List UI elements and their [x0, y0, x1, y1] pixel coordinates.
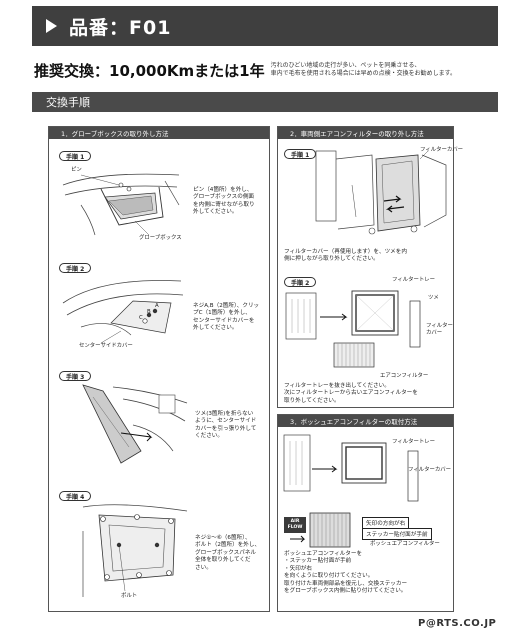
panel-bosch-filter-install: 3．ボッシュエアコンフィルターの取付方法 フィルタートレー フィルターカバー A…: [277, 414, 454, 612]
play-triangle-icon: [46, 19, 57, 33]
label-filter-tray: フィルタートレー: [392, 439, 436, 445]
step-badge: 手順 4: [59, 491, 92, 501]
step-badge: 手順 1: [59, 151, 92, 161]
cover-pull-illustration: [82, 384, 188, 464]
install-instruction: ボッシュエアコンフィルターを ・ステッカー貼付面が手前 ・矢印が右 を向くように…: [284, 551, 408, 595]
label-c: C: [139, 315, 143, 321]
label-cover: カバー: [426, 330, 443, 336]
bosch-install-illustration: [283, 434, 419, 548]
glovebox-panel-illustration: [82, 504, 188, 597]
label-b: B: [147, 309, 151, 315]
label-pin: ピン: [71, 167, 82, 173]
step-badge: 手順 2: [284, 277, 317, 287]
panel-title: 3．ボッシュエアコンフィルターの取付方法: [278, 415, 453, 427]
label-center-side-cover: センターサイドカバー: [79, 343, 133, 349]
section-title: 交換手順: [32, 92, 498, 112]
label-filter: フィルター: [426, 323, 453, 329]
step-instruction: フィルターカバー（再使用します）を、ツメを内 側に押しながら取り外してください。: [284, 249, 407, 263]
panel-title: 1．グローブボックスの取り外し方法: [49, 127, 269, 139]
step-badge: 手順 2: [59, 263, 92, 273]
panel-vehicle-filter-removal: 2．車両側エアコンフィルターの取り外し方法 手順 1 フィルターカバー フィルタ…: [277, 126, 463, 408]
airflow-badge: AIR FLOW: [284, 517, 306, 533]
filter-tray-illustration: [285, 290, 421, 368]
step-instruction: ネジA,B（2箇所）、クリッ プC（1箇所）を外し、 センターサイドカバーを 外…: [193, 303, 260, 332]
brand-logo: P@RTS.CO.JP: [418, 618, 497, 629]
filter-cover-illustration: [315, 150, 447, 235]
panel-title: 2．車両側エアコンフィルターの取り外し方法: [278, 127, 453, 139]
step-instruction: ツメ(3箇所)を折らない ように、センターサイド カバーを引っ張り外して くださ…: [195, 411, 257, 440]
label-filter-cover: フィルターカバー: [420, 147, 464, 153]
step-instruction: ピン（4箇所）を外し、 グローブボックスの側面 を内側に寄せながら取り 外してく…: [193, 187, 255, 216]
label-ac-filter: エアコンフィルター: [380, 373, 429, 379]
label-bosch-filter: ボッシュエアコンフィルター: [370, 541, 440, 547]
step-instruction: フィルタートレーを抜き出してください。 次にフィルタートレーから古いエアコンフィ…: [284, 383, 418, 404]
center-side-cover-illustration: [62, 280, 184, 344]
label-claw: ツメ: [428, 295, 439, 301]
step-badge: 手順 3: [59, 371, 92, 381]
panel-glovebox-removal: 1．グローブボックスの取り外し方法 手順 1 ピン グローブボックス ピン（4箇…: [48, 126, 270, 612]
page-title: 品番：F01: [69, 16, 172, 39]
label-sticker-side: ステッカー貼付面が手前: [362, 528, 432, 540]
recommendation: 推奨交換：10,000Kmまたは1年 汚れのひどい地域の走行が多い、ペットを同乗…: [34, 56, 504, 84]
recommend-headline: 推奨交換：10,000Kmまたは1年: [34, 61, 265, 80]
recommend-note: 汚れのひどい地域の走行が多い、ペットを同乗させる、 車内で毛布を使用される場合に…: [270, 62, 456, 77]
title-bar: 品番：F01: [32, 6, 498, 46]
glovebox-illustration: [62, 173, 180, 236]
step-instruction: ネジ①〜⑥（6箇所）、 ボルト（2箇所）を外し、 グローブボックスパネル 全体を…: [195, 535, 261, 571]
label-filter-cover: フィルターカバー: [408, 467, 452, 473]
label-a: A: [155, 303, 159, 309]
label-glovebox: グローブボックス: [139, 235, 182, 241]
label-filter-tray: フィルタートレー: [392, 277, 436, 283]
label-bolt: ボルト: [121, 593, 138, 599]
